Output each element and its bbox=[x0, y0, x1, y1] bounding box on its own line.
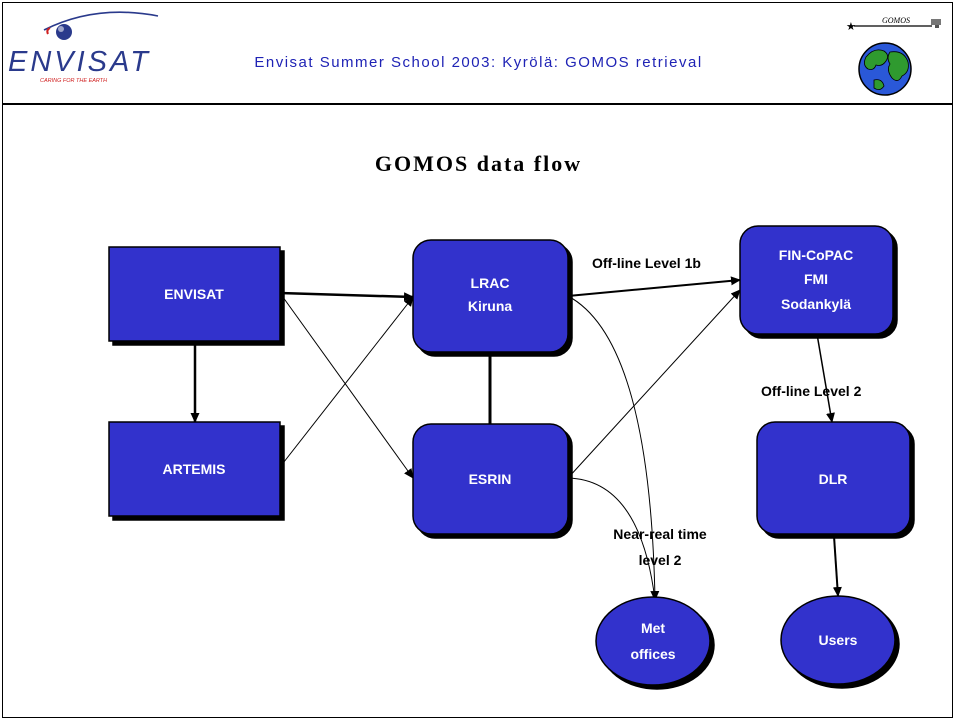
logo-tagline: CARING FOR THE EARTH bbox=[40, 78, 107, 84]
node-fin-label-3: Sodankylä bbox=[781, 296, 851, 312]
logo-globe-highlight bbox=[58, 26, 64, 32]
edge-fin-dlr bbox=[816, 333, 835, 423]
diagram-title: GOMOS data flow bbox=[374, 151, 583, 176]
edge-dlr-users bbox=[832, 535, 842, 597]
node-fin-label-1: FIN-CoPAC bbox=[779, 247, 853, 263]
edge-label-nrt-1: Near-real time bbox=[613, 526, 707, 542]
node-lrac-label-1: LRAC bbox=[471, 275, 510, 291]
node-users-label: Users bbox=[819, 632, 858, 648]
node-esrin-label: ESRIN bbox=[469, 471, 512, 487]
node-met-offices: Met offices bbox=[595, 596, 711, 686]
node-esrin: ESRIN bbox=[412, 423, 569, 535]
envisat-logo: ENVISAT CARING FOR THE EARTH bbox=[8, 11, 159, 84]
gomos-logo: ★ GOMOS bbox=[846, 16, 941, 96]
node-dlr: DLR bbox=[756, 421, 911, 535]
edge-label-level2: Off-line Level 2 bbox=[761, 383, 862, 399]
logo-text: ENVISAT bbox=[8, 46, 151, 78]
node-lrac: LRAC Kiruna bbox=[412, 239, 569, 353]
node-lrac-label-2: Kiruna bbox=[468, 298, 513, 314]
edge-artemis-lrac bbox=[279, 296, 414, 468]
header-title: Envisat Summer School 2003: Kyrölä: GOMO… bbox=[254, 54, 703, 71]
edge-envisat-esrin bbox=[279, 292, 414, 479]
edge-esrin-fin bbox=[567, 289, 741, 479]
node-met-label-2: offices bbox=[630, 646, 675, 662]
node-fin-copac: FIN-CoPAC FMI Sodankylä bbox=[739, 225, 894, 335]
node-users: Users bbox=[780, 595, 896, 685]
node-artemis: ARTEMIS bbox=[108, 421, 281, 517]
logo-red-swoosh bbox=[46, 27, 51, 35]
logo-gomos-text: GOMOS bbox=[882, 16, 910, 25]
node-envisat-label: ENVISAT bbox=[164, 286, 224, 302]
logo-orbit-arc bbox=[43, 11, 159, 31]
edge-lrac-met bbox=[567, 295, 660, 601]
node-artemis-label: ARTEMIS bbox=[163, 461, 226, 477]
node-fin-label-2: FMI bbox=[804, 271, 828, 287]
logo-star-icon: ★ bbox=[846, 21, 856, 33]
node-envisat: ENVISAT bbox=[108, 246, 281, 342]
header-divider bbox=[2, 103, 953, 105]
edge-label-level1b: Off-line Level 1b bbox=[592, 255, 701, 271]
edge-lrac-fin bbox=[567, 276, 741, 297]
satellite-icon bbox=[931, 19, 941, 25]
node-dlr-label: DLR bbox=[819, 471, 848, 487]
edge-esrin-met bbox=[567, 477, 656, 601]
node-met-label-1: Met bbox=[641, 620, 665, 636]
edge-envisat-lrac bbox=[279, 291, 414, 302]
edge-label-nrt-2: level 2 bbox=[639, 552, 682, 568]
